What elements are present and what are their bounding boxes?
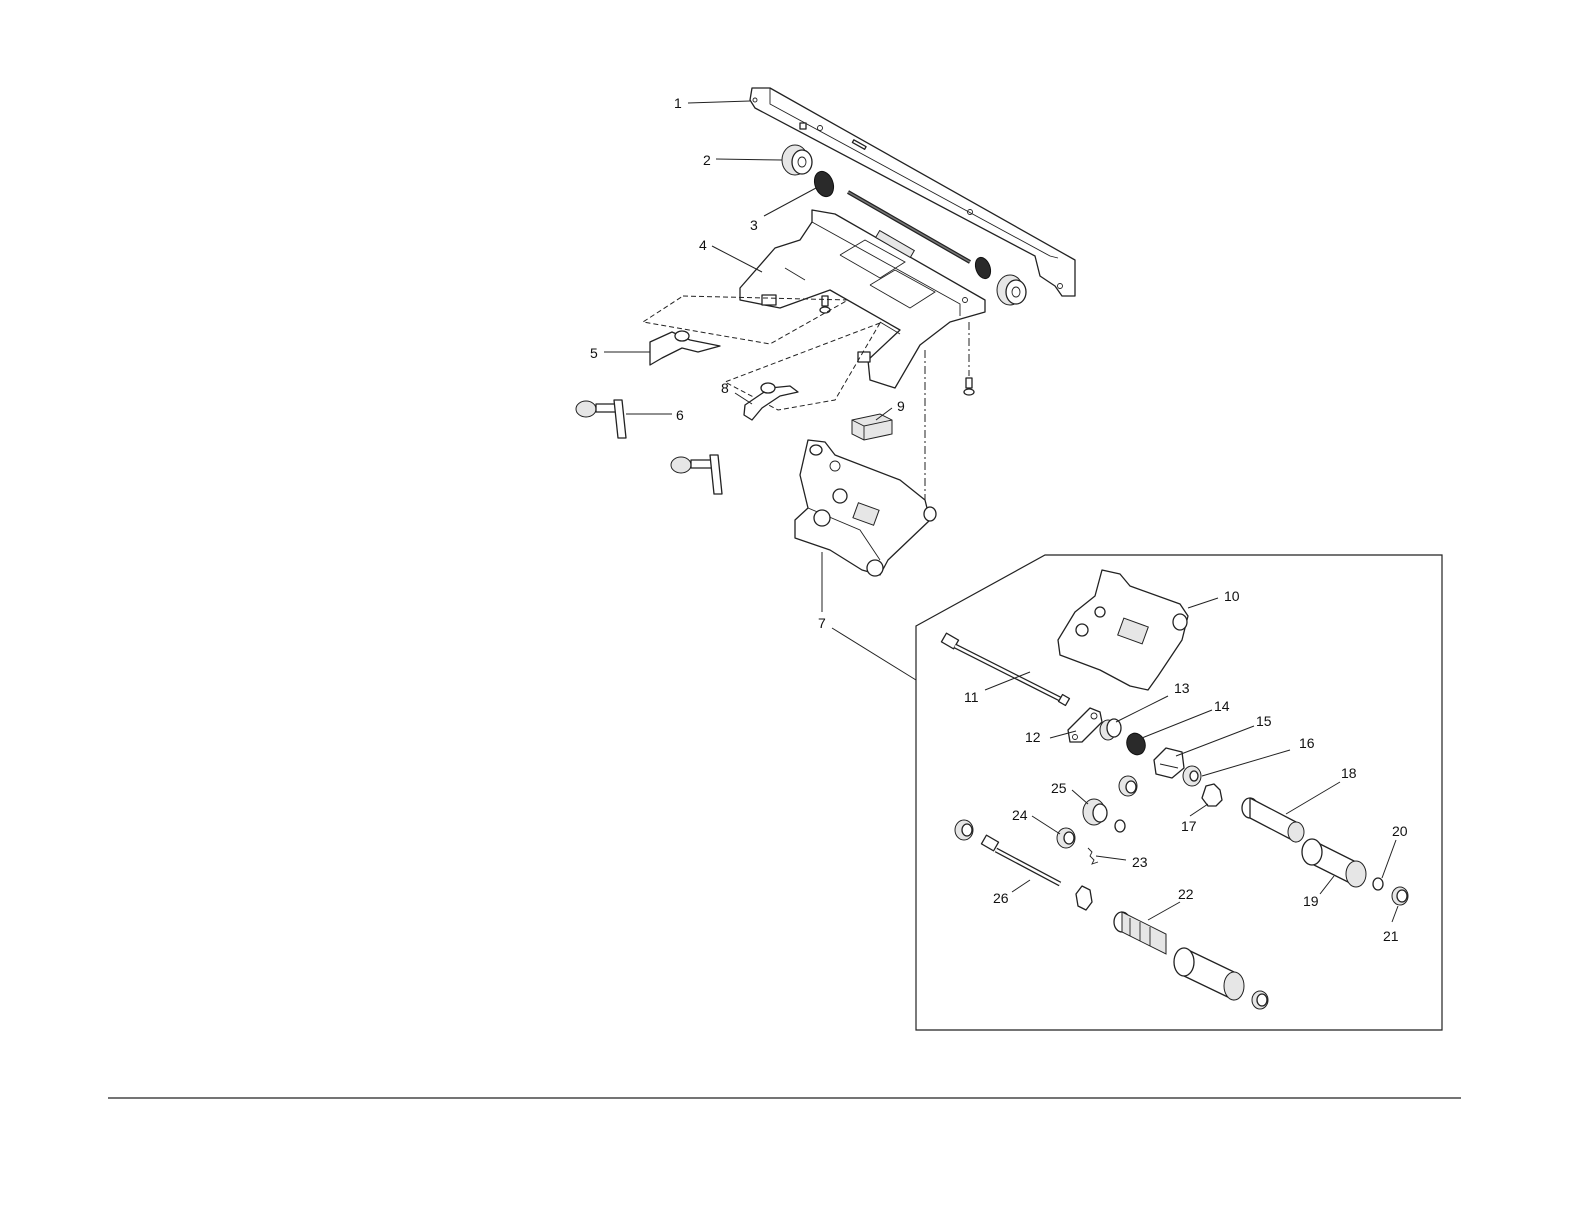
part-10-housing xyxy=(1058,570,1188,690)
callout-14: 14 xyxy=(1214,698,1230,714)
callout-19: 19 xyxy=(1303,893,1319,909)
part-15-clutch xyxy=(1154,748,1184,778)
part-24-bearing xyxy=(1057,828,1075,848)
callout-12: 12 xyxy=(1025,729,1041,745)
part-4-frame xyxy=(740,210,985,388)
part-9-block xyxy=(852,414,892,440)
callout-24: 24 xyxy=(1012,807,1028,823)
callout-18: 18 xyxy=(1341,765,1357,781)
screw-right xyxy=(964,378,974,395)
part-7-subassembly xyxy=(795,440,936,576)
part-5-lever xyxy=(650,331,720,365)
callout-4: 4 xyxy=(699,237,707,253)
callout-21: 21 xyxy=(1383,928,1399,944)
part-20-ring xyxy=(1373,878,1383,890)
callout-1: 1 xyxy=(674,95,682,111)
part-22-roller-core xyxy=(1114,912,1268,1009)
callout-3: 3 xyxy=(750,217,758,233)
callout-11: 11 xyxy=(964,689,979,705)
callout-22: 22 xyxy=(1178,886,1194,902)
part-25-bearing xyxy=(1083,776,1137,832)
callout-17: 17 xyxy=(1181,818,1197,834)
part-8-lever xyxy=(744,383,798,420)
roller-right xyxy=(997,275,1026,305)
callout-8: 8 xyxy=(721,380,729,396)
part-19-roller xyxy=(1302,839,1366,887)
part-2-roller xyxy=(782,145,812,175)
callout-9: 9 xyxy=(897,398,905,414)
callout-15: 15 xyxy=(1256,713,1272,729)
callout-16: 16 xyxy=(1299,735,1315,751)
part-13-bushing xyxy=(1100,719,1121,740)
callout-13: 13 xyxy=(1174,680,1190,696)
callout-2: 2 xyxy=(703,152,711,168)
part-16-washer xyxy=(1183,766,1201,786)
callout-6: 6 xyxy=(676,407,684,423)
part-6-lever-b xyxy=(671,455,722,494)
part-12-arm xyxy=(1068,708,1102,742)
part-18-sleeve xyxy=(1242,798,1304,842)
callout-23: 23 xyxy=(1132,854,1148,870)
part-21-bearing xyxy=(1392,887,1408,905)
callout-20: 20 xyxy=(1392,823,1408,839)
part-14-spring xyxy=(1124,731,1148,758)
callout-10: 10 xyxy=(1224,588,1240,604)
callout-26: 26 xyxy=(993,890,1009,906)
callout-25: 25 xyxy=(1051,780,1067,796)
part-11-shaft xyxy=(941,633,1069,705)
part-17-gear xyxy=(1202,784,1222,806)
callout-7: 7 xyxy=(818,615,826,631)
part-6-lever-a xyxy=(576,400,626,438)
callout-5: 5 xyxy=(590,345,598,361)
